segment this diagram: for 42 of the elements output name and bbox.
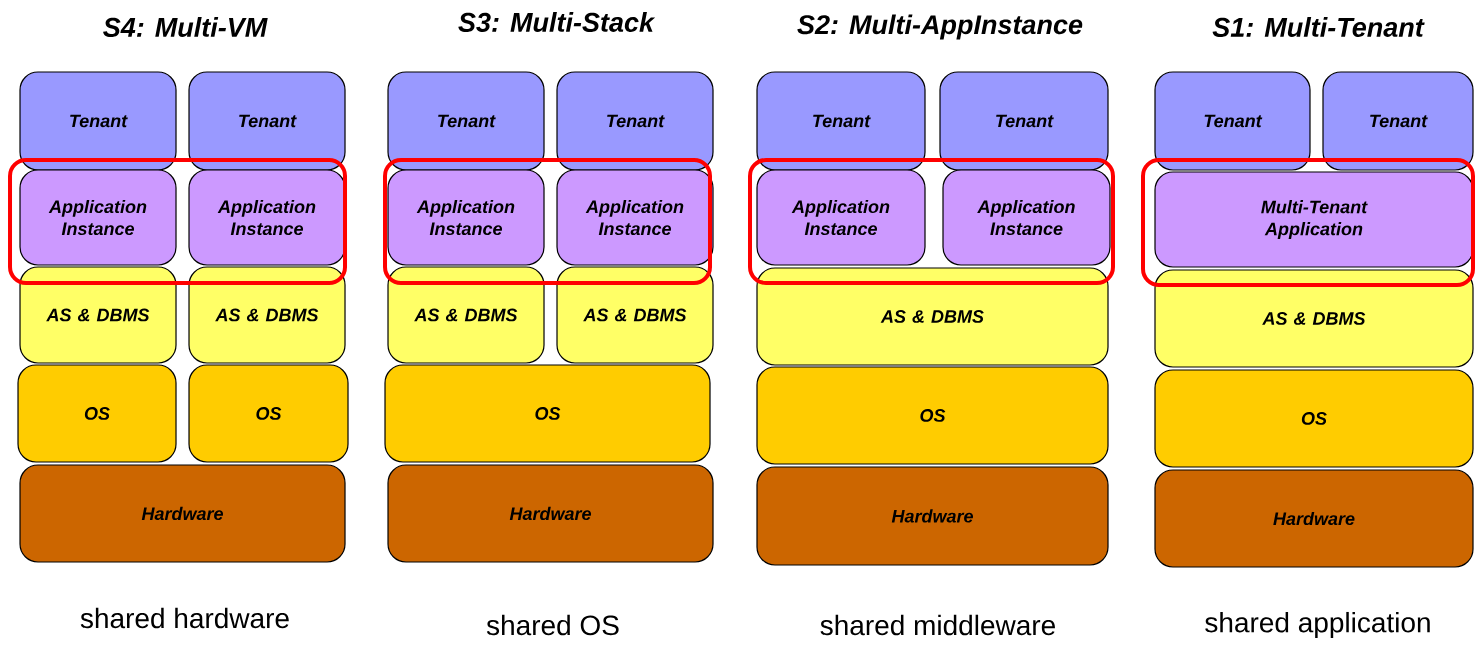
layer-box: Tenant — [756, 71, 926, 171]
layer-box: AS & DBMS — [556, 266, 714, 364]
layer-box: Tenant — [1322, 71, 1474, 171]
layer-box: Hardware — [756, 466, 1109, 566]
layer-box: Application Instance — [19, 169, 177, 266]
column-caption: shared application — [1205, 611, 1430, 639]
column-caption: shared OS — [486, 614, 619, 636]
layer-box: Application Instance — [188, 169, 346, 266]
layer-box: OS — [1154, 369, 1474, 468]
layer-box: AS & DBMS — [1154, 269, 1474, 368]
layer-box: OS — [17, 364, 177, 463]
column-title: S3: Multi-Stack — [458, 12, 656, 32]
layer-box: Application Instance — [756, 169, 926, 266]
layer-box: Multi-Tenant Application — [1154, 171, 1474, 268]
layer-box: Hardware — [19, 464, 346, 563]
column-caption: shared hardware — [80, 607, 289, 629]
column-title: S4: Multi-VM — [103, 17, 268, 37]
layer-box: Tenant — [19, 71, 177, 171]
layer-box: AS & DBMS — [756, 267, 1109, 366]
column-title: S2: Multi-AppInstance — [797, 14, 1083, 40]
layer-box: Tenant — [939, 71, 1109, 171]
highlight-frame — [1141, 158, 1475, 287]
layer-box: Tenant — [387, 71, 545, 171]
layer-box: Tenant — [1154, 71, 1311, 171]
layer-box: Tenant — [556, 71, 714, 171]
layer-box: AS & DBMS — [387, 266, 545, 364]
column-caption: shared middleware — [820, 614, 1055, 636]
layer-box: OS — [756, 366, 1109, 465]
layer-box: Application Instance — [387, 169, 545, 266]
highlight-frame — [383, 158, 712, 285]
layer-box: Tenant — [188, 71, 346, 171]
layer-box: Hardware — [387, 464, 714, 563]
layer-box: AS & DBMS — [188, 266, 346, 364]
highlight-frame — [748, 158, 1115, 285]
layer-box: Application Instance — [556, 169, 714, 266]
layer-box: Application Instance — [942, 169, 1111, 266]
layer-box: AS & DBMS — [19, 266, 177, 364]
layer-box: OS — [384, 364, 711, 463]
column-title: S1: Multi-Tenant — [1212, 17, 1425, 37]
layer-box: OS — [188, 364, 349, 463]
highlight-frame — [8, 158, 347, 285]
layer-box: Hardware — [1154, 469, 1474, 568]
